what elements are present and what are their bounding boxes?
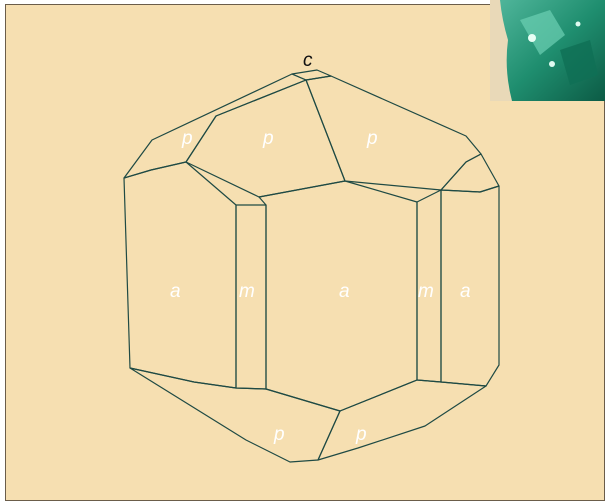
face-c <box>292 70 331 80</box>
face-p-bottom-right <box>318 380 486 460</box>
face-p-top-right <box>306 76 481 190</box>
label-a-center: a <box>339 281 350 302</box>
label-p-bottom-left: p <box>273 424 285 445</box>
label-p-top-left: p <box>181 128 193 149</box>
label-m-left: m <box>239 281 255 302</box>
face-p-right-edge <box>441 154 499 192</box>
label-p-top-right: p <box>366 128 378 149</box>
label-c: c <box>303 50 313 71</box>
label-a-left: a <box>170 281 181 302</box>
label-a-right: a <box>460 281 471 302</box>
label-m-right: m <box>418 281 434 302</box>
face-a-center <box>259 181 417 411</box>
face-p-bottom-left <box>130 368 340 462</box>
label-p-bottom-right: p <box>355 424 367 445</box>
label-p-top-center: p <box>262 128 274 149</box>
face-a-left <box>124 162 236 388</box>
face-p-top-left <box>124 74 306 178</box>
